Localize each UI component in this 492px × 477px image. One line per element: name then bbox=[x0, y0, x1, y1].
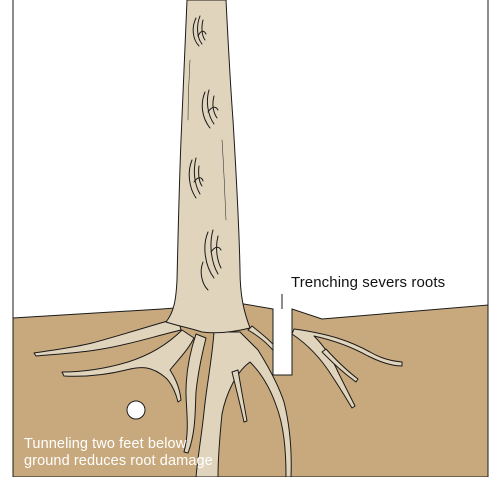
tunneling-label: Tunneling two feet below ground reduces … bbox=[24, 436, 213, 470]
tunnel-circle-icon bbox=[127, 401, 145, 419]
trench bbox=[273, 309, 292, 375]
tunneling-label-line-2: ground reduces root damage bbox=[24, 453, 213, 470]
tree-trunk bbox=[166, 0, 250, 333]
trenching-label: Trenching severs roots bbox=[291, 274, 445, 291]
tunneling-label-line-1: Tunneling two feet below bbox=[24, 436, 213, 453]
